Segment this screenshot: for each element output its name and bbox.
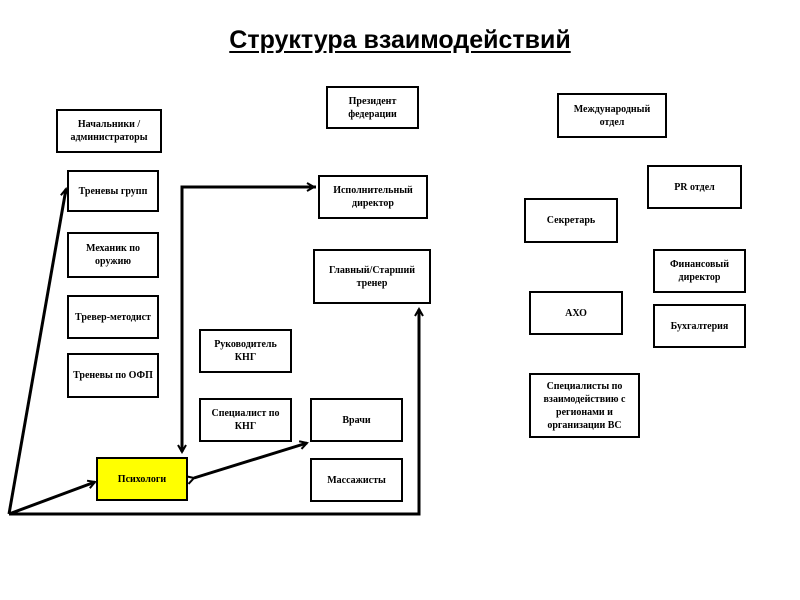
node-trainer-methodist: Тревер-методист [67,295,159,339]
node-head-trainer: Главный/Старший тренер [313,249,431,304]
node-secretary: Секретарь [524,198,618,243]
node-president: Президент федерации [326,86,419,129]
node-regions-specialists: Специалисты по взаимодействию с регионам… [529,373,640,438]
node-ofp-trainers: Треневы по ОФП [67,353,159,398]
node-weapons-mechanic: Механик по оружию [67,232,159,278]
node-kng-specialist: Специалист по КНГ [199,398,292,442]
arrow-to-group-trainers [7,189,66,515]
node-aho: АХО [529,291,623,335]
node-fin-director: Финансовый директор [653,249,746,293]
page-title: Структура взаимодействий [229,26,571,54]
line-to-head-trainer [9,309,419,516]
node-intl-dept: Международный отдел [557,93,667,138]
node-psychologist: Психологи [96,457,188,501]
node-masseurs: Массажисты [310,458,403,502]
node-accounting: Бухгалтерия [653,304,746,348]
node-doctors: Врачи [310,398,403,442]
node-kng-head: Руководитель КНГ [199,329,292,373]
arrow-psych-doctors [194,443,307,478]
node-pr-dept: PR отдел [647,165,742,209]
arrow-to-psychologist [8,482,95,516]
node-group-trainers: Треневы групп [67,170,159,212]
node-heads: Начальники / администраторы [56,109,162,153]
node-exec-director: Исполнительный директор [318,175,428,219]
